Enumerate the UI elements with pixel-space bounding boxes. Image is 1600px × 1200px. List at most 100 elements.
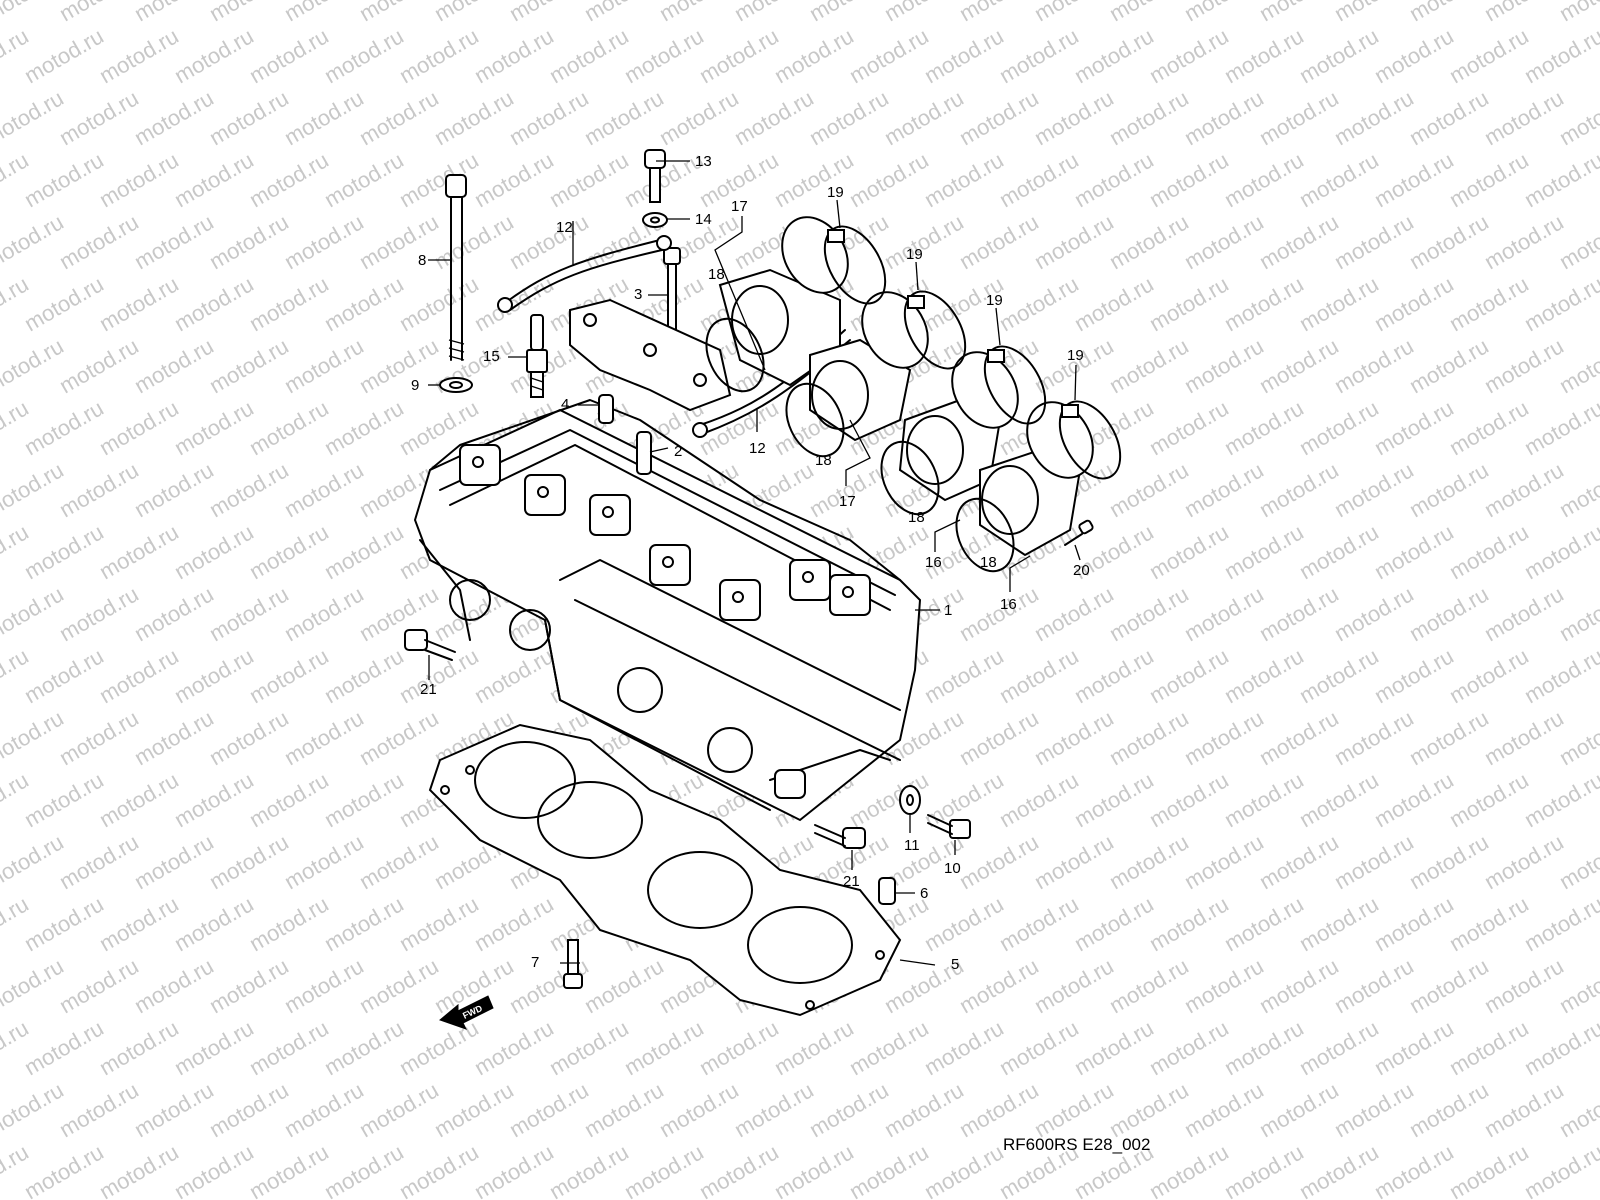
watermark-text: motod.ru — [470, 23, 558, 88]
watermark-text: motod.ru — [845, 1139, 933, 1200]
watermark-text: motod.ru — [280, 457, 368, 522]
watermark-text: motod.ru — [1330, 85, 1418, 150]
watermark-text: motod.ru — [245, 395, 333, 460]
watermark-text: motod.ru — [20, 1015, 108, 1080]
watermark-text: motod.ru — [1180, 457, 1268, 522]
watermark-text: motod.ru — [1220, 23, 1308, 88]
watermark-text: motod.ru — [95, 23, 183, 88]
callout-12b: 12 — [749, 440, 766, 457]
watermark-text: motod.ru — [470, 1139, 558, 1200]
watermark-text: motod.ru — [0, 953, 68, 1018]
watermark-text: motod.ru — [280, 829, 368, 894]
watermark-text: motod.ru — [1180, 85, 1268, 150]
watermark-text: motod.ru — [130, 829, 218, 894]
watermark-text: motod.ru — [730, 85, 818, 150]
watermark-text: motod.ru — [995, 767, 1083, 832]
watermark-text: motod.ru — [1520, 891, 1600, 956]
forward-direction-arrow: FWD — [438, 995, 494, 1030]
watermark-text: motod.ru — [170, 1139, 258, 1200]
watermark-text: motod.ru — [955, 829, 1043, 894]
watermark-text: motod.ru — [1255, 705, 1343, 770]
watermark-text: motod.ru — [995, 23, 1083, 88]
watermark-text: motod.ru — [130, 581, 218, 646]
watermark-text: motod.ru — [1330, 953, 1418, 1018]
watermark-text: motod.ru — [955, 581, 1043, 646]
watermark-text: motod.ru — [1070, 767, 1158, 832]
watermark-text: motod.ru — [430, 1077, 518, 1142]
watermark-text: motod.ru — [1105, 333, 1193, 398]
watermark-text: motod.ru — [430, 209, 518, 274]
watermark-text: motod.ru — [130, 705, 218, 770]
callout-21b: 21 — [843, 873, 860, 890]
watermark-text: motod.ru — [1030, 209, 1118, 274]
watermark-text: motod.ru — [1405, 209, 1493, 274]
watermark-text: motod.ru — [0, 333, 68, 398]
watermark-text: motod.ru — [55, 85, 143, 150]
watermark-text: motod.ru — [355, 705, 443, 770]
watermark-text: motod.ru — [280, 705, 368, 770]
watermark-text: motod.ru — [955, 953, 1043, 1018]
watermark-text: motod.ru — [0, 829, 68, 894]
watermark-text: motod.ru — [770, 1015, 858, 1080]
watermark-text: motod.ru — [245, 271, 333, 336]
callout-7: 7 — [531, 954, 539, 971]
watermark-text: motod.ru — [1480, 581, 1568, 646]
watermark-text: motod.ru — [470, 891, 558, 956]
watermark-text: motod.ru — [1145, 1139, 1233, 1200]
watermark-text: motod.ru — [1445, 147, 1533, 212]
watermark-text: motod.ru — [320, 1015, 408, 1080]
watermark-text: motod.ru — [1255, 457, 1343, 522]
watermark-text: motod.ru — [545, 1015, 633, 1080]
watermark-text: motod.ru — [0, 457, 68, 522]
watermark-text: motod.ru — [1370, 147, 1458, 212]
watermark-text: motod.ru — [1330, 209, 1418, 274]
watermark-text: motod.ru — [20, 891, 108, 956]
watermark-text: motod.ru — [205, 581, 293, 646]
watermark-text: motod.ru — [1480, 85, 1568, 150]
o-ring-18-b — [785, 382, 845, 458]
watermark-text: motod.ru — [1255, 209, 1343, 274]
diagram-code: RF600RS E28_002 — [1003, 1135, 1150, 1154]
watermark-text: motod.ru — [20, 147, 108, 212]
bolt-21-left — [404, 629, 456, 661]
watermark-text: motod.ru — [280, 581, 368, 646]
watermark-text: motod.ru — [1105, 1077, 1193, 1142]
watermark-text: motod.ru — [355, 85, 443, 150]
watermark-text: motod.ru — [95, 147, 183, 212]
watermark-text: motod.ru — [320, 767, 408, 832]
watermark-text: motod.ru — [1255, 333, 1343, 398]
watermark-text: motod.ru — [170, 767, 258, 832]
watermark-text: motod.ru — [1555, 85, 1600, 150]
watermark-text: motod.ru — [995, 1015, 1083, 1080]
watermark-text: motod.ru — [545, 23, 633, 88]
watermark-text: motod.ru — [205, 209, 293, 274]
watermark-text: motod.ru — [205, 829, 293, 894]
bolt-13 — [644, 149, 666, 203]
leader-lines — [428, 160, 1081, 966]
watermark-text: motod.ru — [0, 1077, 68, 1142]
camshaft-holder — [569, 298, 732, 412]
watermark-text: motod.ru — [95, 395, 183, 460]
watermark-text: motod.ru — [130, 333, 218, 398]
watermark-text: motod.ru — [1520, 1015, 1600, 1080]
callout-11: 11 — [904, 837, 920, 854]
watermark-text: motod.ru — [320, 519, 408, 584]
watermark-text: motod.ru — [1480, 209, 1568, 274]
watermark-text: motod.ru — [20, 271, 108, 336]
watermark-text: motod.ru — [245, 147, 333, 212]
watermark-text: motod.ru — [545, 1139, 633, 1200]
callout-17a: 17 — [731, 198, 748, 215]
watermark-text: motod.ru — [1145, 519, 1233, 584]
watermark-text: motod.ru — [845, 1015, 933, 1080]
watermark-text: motod.ru — [1330, 457, 1418, 522]
watermark-text: motod.ru — [1405, 829, 1493, 894]
o-ring-18-c — [880, 440, 940, 516]
clamp-19-d — [1058, 400, 1122, 480]
watermark-text: motod.ru — [920, 1015, 1008, 1080]
watermark-text: motod.ru — [805, 1077, 893, 1142]
watermark-text: motod.ru — [1030, 953, 1118, 1018]
watermark-text: motod.ru — [20, 519, 108, 584]
watermark-text: motod.ru — [245, 891, 333, 956]
washer — [439, 377, 473, 393]
watermark-text: motod.ru — [1255, 1077, 1343, 1142]
